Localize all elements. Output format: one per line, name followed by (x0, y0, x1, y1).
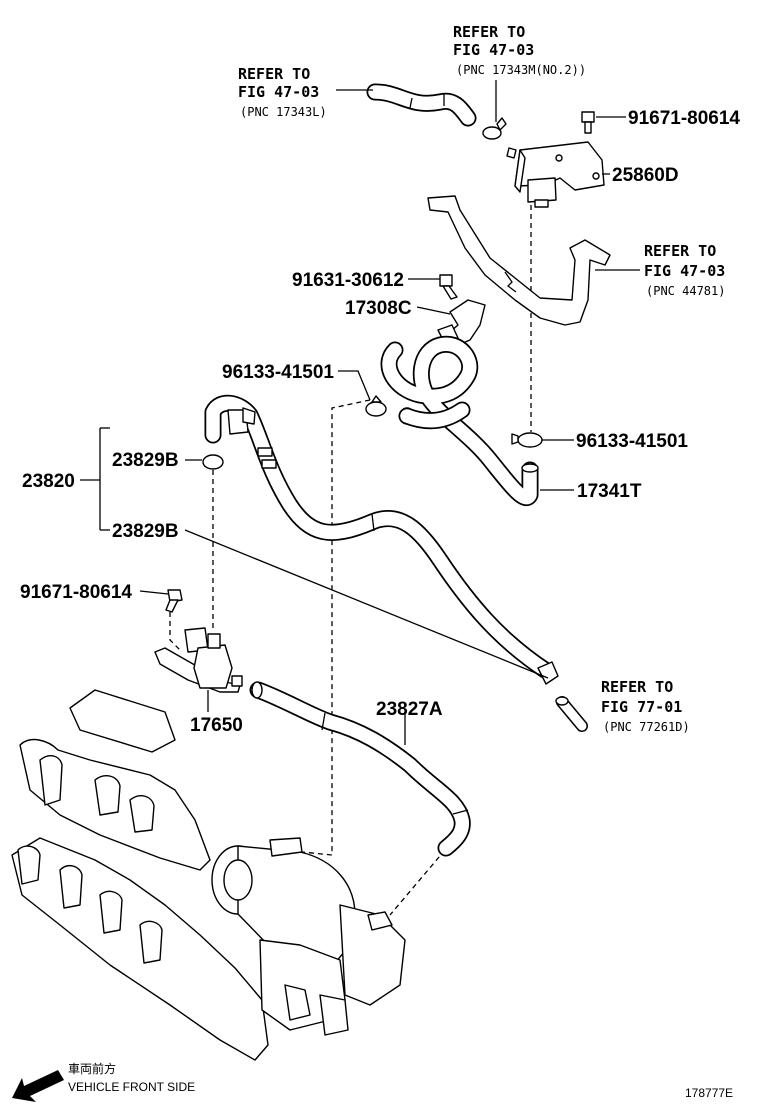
clamp-96133-left (365, 395, 387, 417)
sensor-25860d (506, 141, 605, 208)
callout-ref-77261d: REFER TO FIG 77-01 (PNC 77261D) (601, 678, 690, 734)
callout-ref-17343l: REFER TO FIG 47-03 (PNC 17343L) (238, 65, 327, 119)
ref-pnc: (PNC 44781) (646, 284, 725, 298)
clamp-17343m (482, 117, 507, 140)
label-hose-17341t: 17341T (577, 481, 642, 502)
label-bolt-91671-left: 91671-80614 (20, 582, 132, 603)
guide-line (301, 399, 371, 856)
hose-17343l (366, 83, 477, 127)
leader-lines (80, 80, 640, 745)
label-clamp-96133-left: 96133-41501 (222, 362, 334, 383)
label-clip-23829b-upper: 23829B (112, 450, 179, 471)
engine-drawing (11, 689, 406, 1061)
ref-line1: REFER TO (238, 65, 310, 83)
label-bolt-91631: 91631-30612 (292, 270, 404, 291)
label-vsv-17650: 17650 (190, 715, 243, 736)
label-hose-23827a: 23827A (376, 699, 443, 720)
label-bolt-91671-top: 91671-80614 (628, 108, 740, 129)
label-clamp-96133-right: 96133-41501 (576, 431, 688, 452)
ref-pnc: (PNC 17343L) (240, 105, 327, 119)
ref-line1: REFER TO (601, 678, 673, 696)
direction-en: VEHICLE FRONT SIDE (68, 1080, 195, 1094)
ref-line2: FIG 47-03 (644, 262, 725, 280)
direction-jp: 車両前方 (68, 1061, 116, 1076)
hose-17341t (380, 335, 539, 506)
clamp-96133-right (511, 432, 543, 448)
ref-pnc: (PNC 77261D) (603, 720, 690, 734)
callout-ref-44781: REFER TO FIG 47-03 (PNC 44781) (644, 242, 725, 298)
ref-line2: FIG 77-01 (601, 698, 682, 716)
bracket-44781 (427, 195, 611, 326)
figure-id: 178777E (685, 1086, 733, 1100)
bolt-91631 (439, 274, 458, 300)
ref-line1: REFER TO (453, 23, 525, 41)
label-clip-23829b-lower: 23829B (112, 521, 179, 542)
vehicle-front-indicator: 車両前方 VEHICLE FRONT SIDE (12, 1061, 195, 1102)
callout-ref-17343m: REFER TO FIG 47-03 (PNC 17343M(NO.2)) (453, 23, 586, 77)
ref-line2: FIG 47-03 (453, 41, 534, 59)
label-bracket-17308c: 17308C (345, 298, 412, 319)
ref-line1: REFER TO (644, 242, 716, 260)
ref-pnc: (PNC 17343M(NO.2)) (456, 63, 586, 77)
bolt-91671-left (165, 589, 183, 613)
vsv-17650 (154, 627, 243, 693)
hose-23827a (249, 681, 471, 857)
ref-line2: FIG 47-03 (238, 83, 319, 101)
hose-assembly-23820 (202, 394, 559, 685)
arrow-left-icon (12, 1070, 64, 1102)
pipe-77261d (555, 696, 588, 732)
label-sensor-25860d: 25860D (612, 165, 679, 186)
guide-line (169, 612, 181, 651)
guide-line (389, 849, 446, 916)
label-assembly-23820: 23820 (22, 471, 75, 492)
bolt-91671-top (581, 111, 595, 134)
